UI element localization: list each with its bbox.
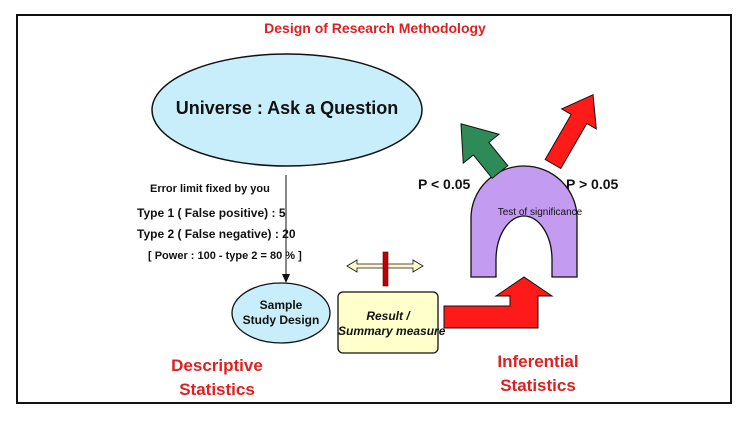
inferential-statistics-label: Inferential Statistics (468, 350, 608, 398)
p-greater-label: P > 0.05 (566, 176, 619, 192)
red-marker (382, 251, 389, 287)
test-of-significance-label: Test of significance (497, 207, 583, 218)
sample-line1: Sample (259, 298, 303, 312)
test-arch (470, 165, 578, 278)
inferential-line1: Inferential (497, 352, 579, 371)
descriptive-line1: Descriptive (171, 356, 263, 375)
red-arrow-icon (544, 93, 597, 170)
sample-label: Sample Study Design (232, 298, 330, 328)
universe-ellipse (151, 53, 423, 167)
sample-line2: Study Design (242, 313, 320, 327)
p-less-label: P < 0.05 (418, 176, 471, 192)
diagram-title: Design of Research Methodology (264, 20, 486, 36)
power-label: [ Power : 100 - type 2 = 80 % ] (148, 250, 302, 262)
type2-error-label: Type 2 ( False negative) : 20 (137, 227, 296, 241)
green-arrow-icon (460, 123, 509, 179)
type1-error-label: Type 1 ( False positive) : 5 (137, 206, 286, 220)
result-line1: Result / (366, 309, 410, 323)
descriptive-line2: Statistics (179, 380, 255, 399)
inferential-line2: Statistics (500, 376, 576, 395)
universe-label: Universe : Ask a Question (175, 98, 399, 118)
inferential-arrow-icon (443, 276, 554, 329)
result-box (337, 291, 439, 354)
error-limit-label: Error limit fixed by you (150, 183, 270, 195)
sample-ellipse (231, 282, 331, 344)
result-label: Result / Summary measure (338, 309, 446, 339)
connector-arrowhead (282, 274, 290, 283)
result-line2: Summary measure (338, 324, 446, 338)
descriptive-statistics-label: Descriptive Statistics (150, 354, 284, 402)
